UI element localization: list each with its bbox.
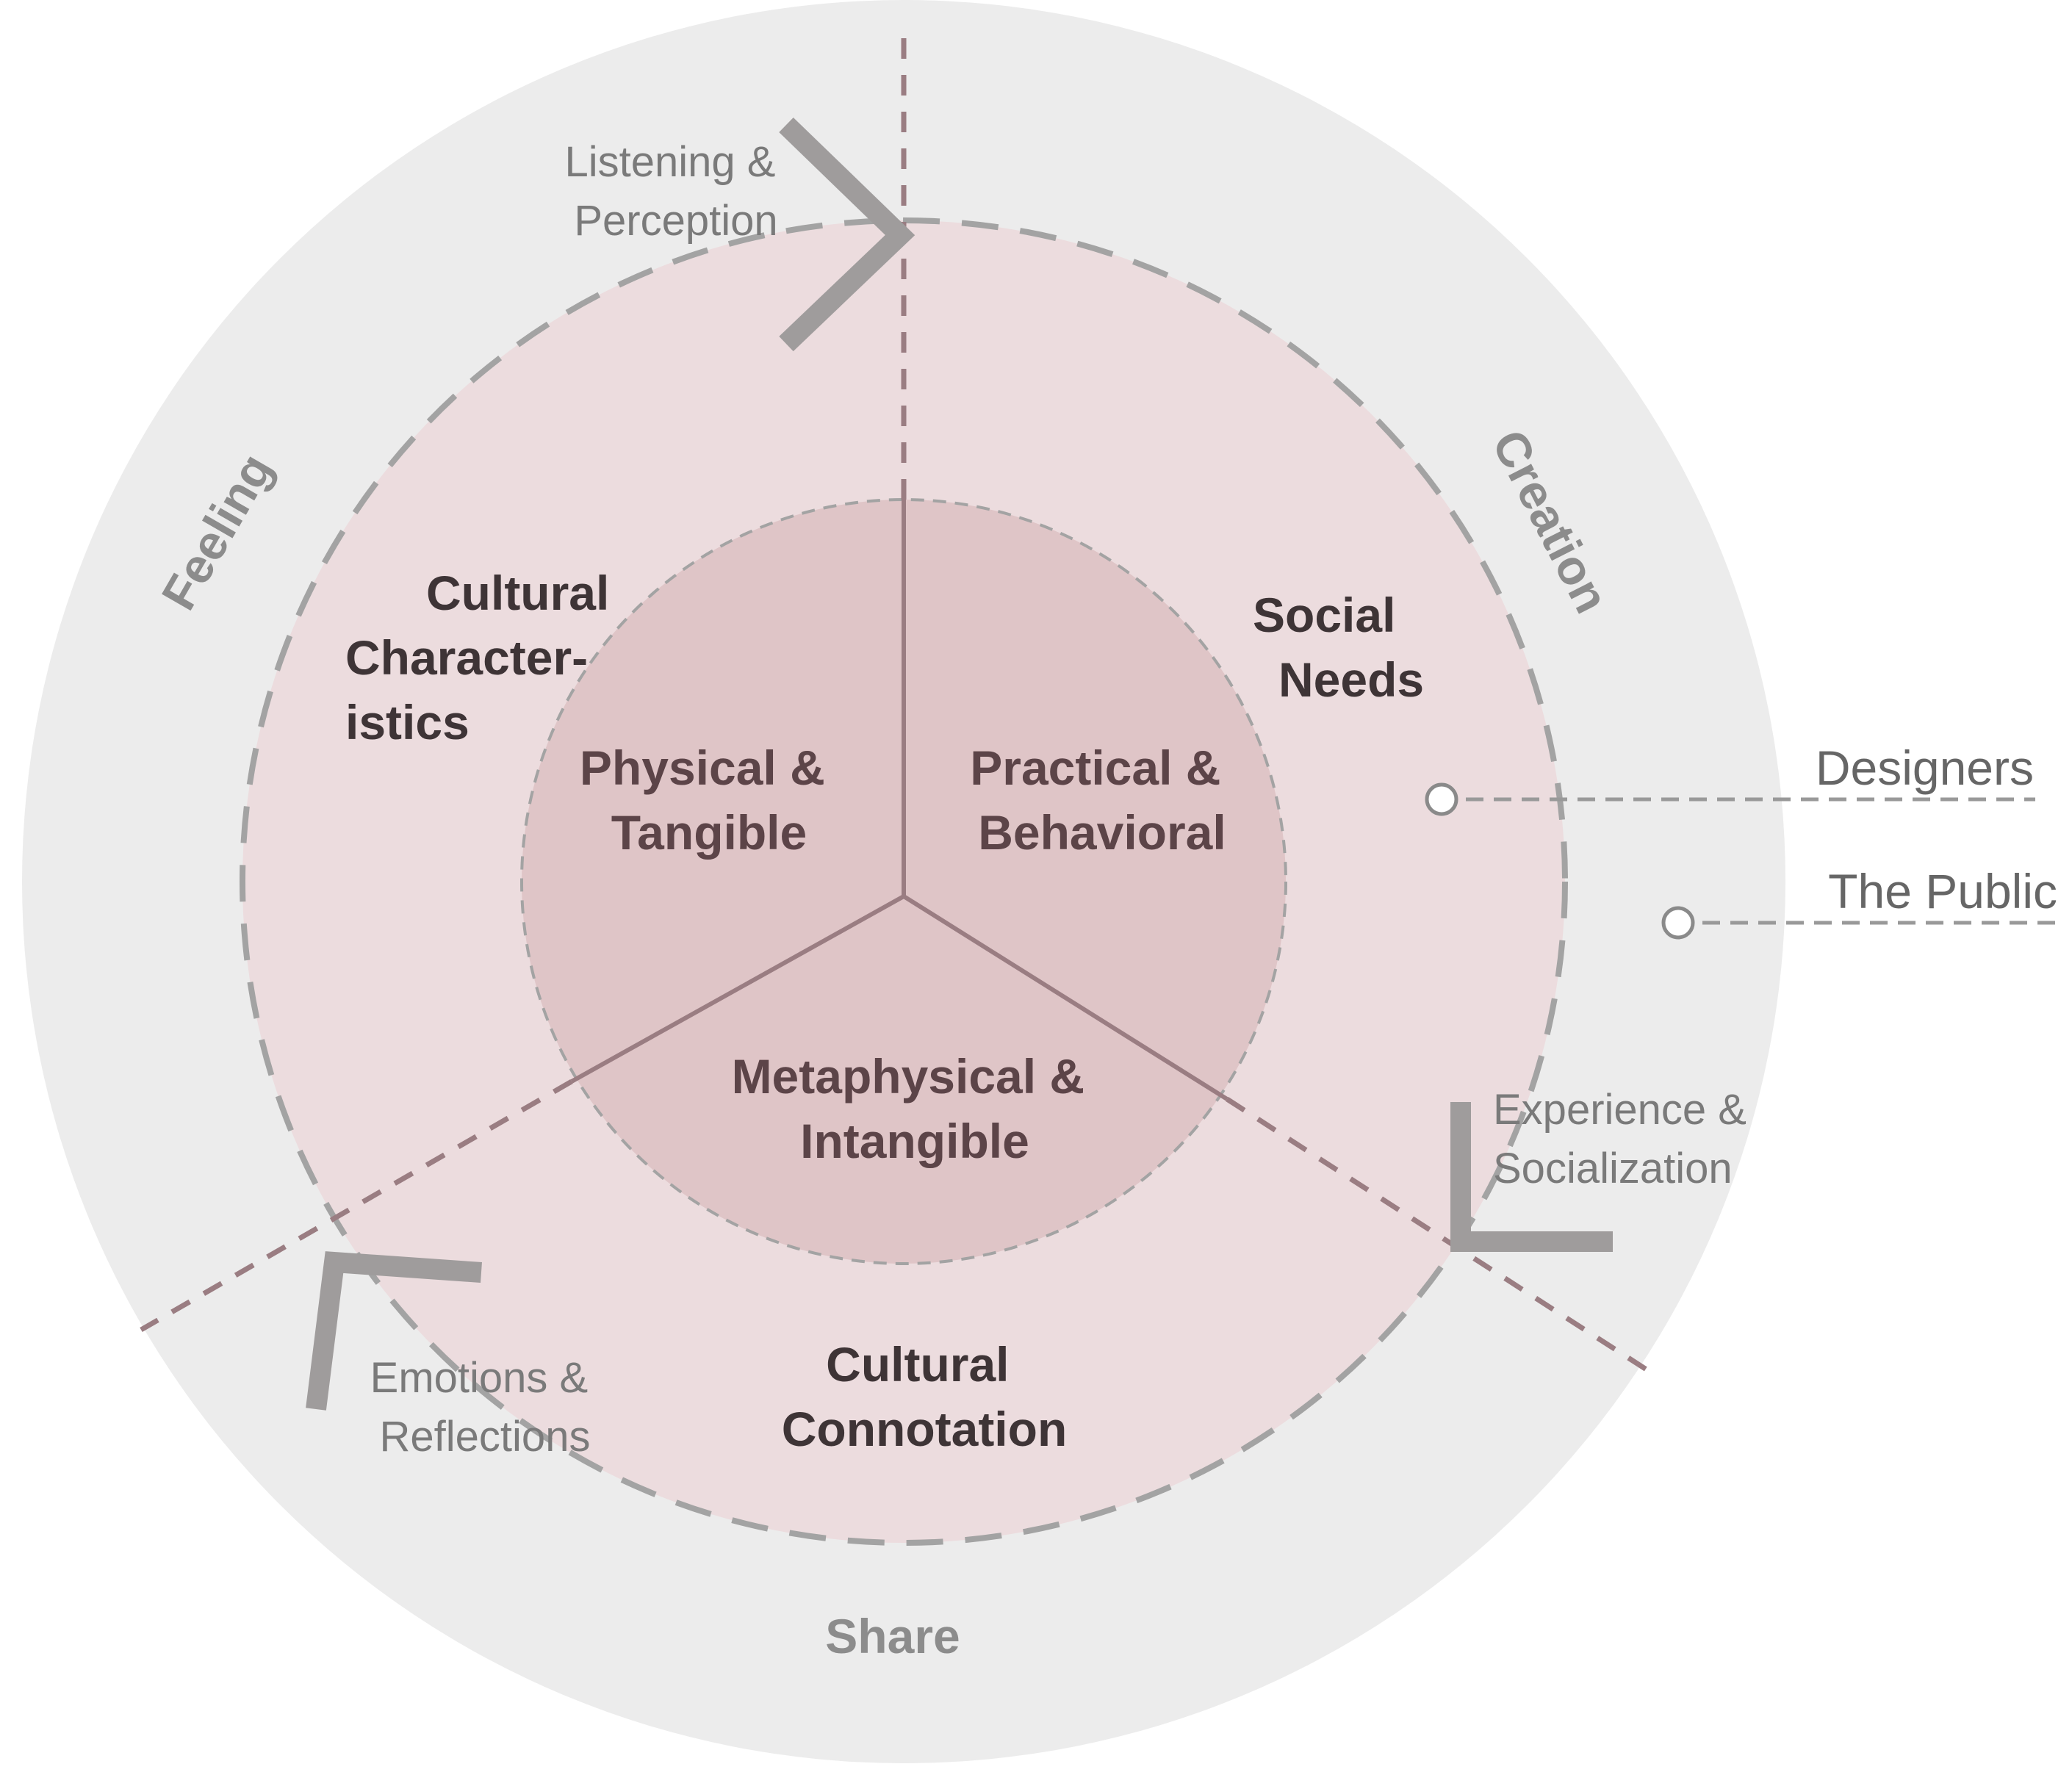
emotions-reflections-line-1: Emotions & bbox=[370, 1354, 589, 1402]
experience-socialization-label: Experience & Socialization bbox=[1493, 1086, 1758, 1192]
cultural-characteristics-line-2: Character- bbox=[345, 630, 588, 685]
practical-behavioral-line-2: Behavioral bbox=[978, 805, 1226, 860]
metaphysical-intangible-label: Metaphysical & Intangible bbox=[732, 1049, 1098, 1168]
share-label: Share bbox=[825, 1609, 960, 1663]
physical-tangible-line-1: Physical & bbox=[580, 741, 825, 795]
physical-tangible-line-2: Tangible bbox=[611, 805, 807, 860]
public-marker-icon bbox=[1661, 906, 1695, 940]
social-needs-line-1: Social bbox=[1253, 588, 1395, 642]
metaphysical-intangible-line-1: Metaphysical & bbox=[732, 1049, 1085, 1103]
listening-perception-line-1: Listening & bbox=[564, 138, 775, 186]
experience-arrow-icon bbox=[1450, 1102, 1613, 1252]
practical-behavioral-label: Practical & Behavioral bbox=[970, 741, 1234, 860]
outer-divider-left bbox=[140, 1079, 573, 1333]
cultural-connotation-line-1: Cultural bbox=[826, 1337, 1009, 1391]
experience-socialization-line-2: Socialization bbox=[1493, 1145, 1733, 1192]
designers-legend-label: Designers bbox=[1816, 741, 2034, 795]
practical-behavioral-line-1: Practical & bbox=[970, 741, 1220, 795]
listening-arrow-icon bbox=[779, 117, 916, 352]
cultural-connotation-line-2: Connotation bbox=[782, 1402, 1068, 1456]
inner-divider-left bbox=[570, 894, 905, 1084]
outer-divider-right bbox=[1226, 1097, 1655, 1376]
public-legend-label: The Public bbox=[1828, 864, 2057, 918]
designers-marker-icon bbox=[1425, 782, 1458, 816]
cultural-characteristics-line-1: Cultural bbox=[426, 566, 609, 620]
cultural-characteristics-line-3: istics bbox=[345, 695, 470, 749]
emotions-arrow-icon bbox=[306, 1251, 482, 1411]
physical-tangible-label: Physical & Tangible bbox=[580, 741, 838, 860]
inner-dashed-ring bbox=[520, 498, 1287, 1265]
listening-perception-line-2: Perception bbox=[574, 197, 777, 245]
cultural-characteristics-label: Cultural Character- istics bbox=[345, 566, 623, 749]
listening-perception-label: Listening & Perception bbox=[564, 138, 787, 245]
emotions-reflections-line-2: Reflections bbox=[380, 1413, 591, 1461]
cultural-connotation-label: Cultural Connotation bbox=[782, 1337, 1068, 1456]
middle-dashed-ring bbox=[240, 217, 1568, 1546]
inner-divider-right bbox=[902, 894, 1229, 1101]
social-needs-line-2: Needs bbox=[1278, 652, 1424, 707]
social-needs-label: Social Needs bbox=[1253, 588, 1424, 707]
experience-socialization-line-1: Experience & bbox=[1493, 1086, 1747, 1134]
emotions-reflections-label: Emotions & Reflections bbox=[370, 1354, 600, 1461]
metaphysical-intangible-line-2: Intangible bbox=[800, 1114, 1029, 1168]
